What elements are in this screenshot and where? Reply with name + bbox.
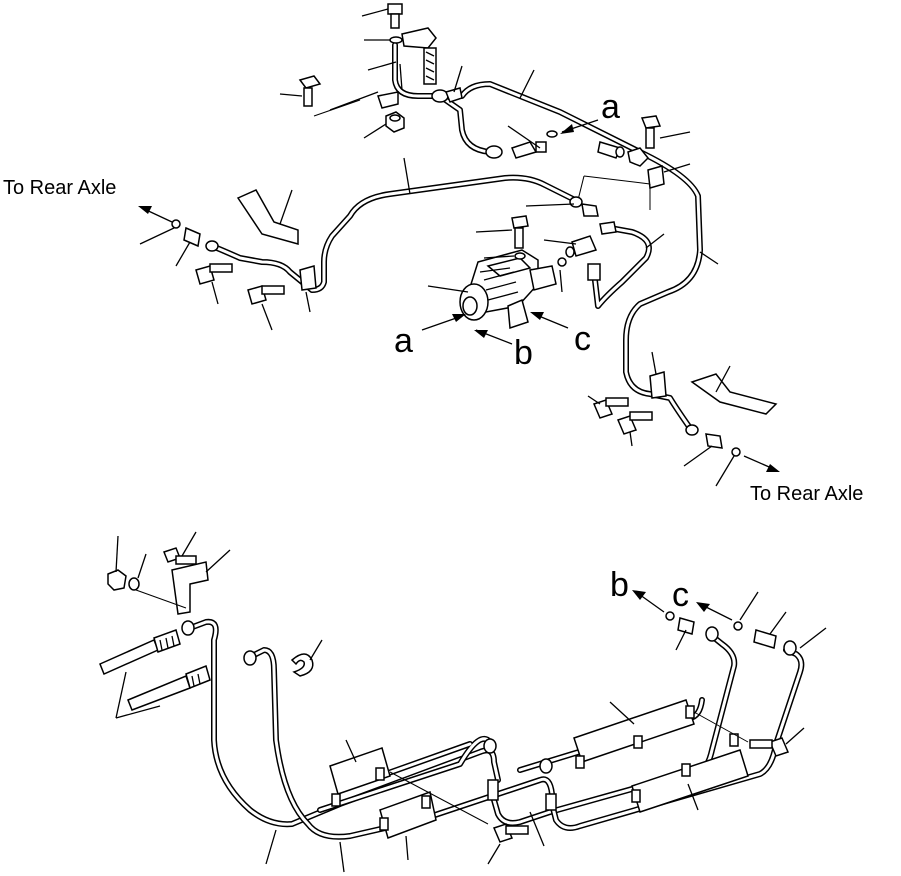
hose-valve bbox=[591, 225, 652, 309]
right-bolt-1-icon bbox=[592, 397, 629, 419]
right-bolt-2-icon bbox=[616, 411, 653, 435]
to-rear-axle-right-label: To Rear Axle bbox=[750, 483, 863, 505]
brake-valve-icon bbox=[459, 249, 557, 330]
bottom-fitting-c-icon bbox=[705, 626, 719, 642]
bottom-washer-icon bbox=[128, 577, 140, 591]
top-elbow-fitting-icon bbox=[401, 27, 437, 85]
valve-washer-icon bbox=[514, 252, 526, 260]
callout-b-valve-label: b bbox=[514, 334, 533, 372]
valve-top-bolt-icon bbox=[511, 215, 529, 249]
bottom-oring-c-icon bbox=[733, 621, 743, 631]
bottom-clamp-plate-3-icon bbox=[573, 699, 695, 763]
bottom-fitting-1-icon bbox=[181, 620, 195, 636]
top-nut-icon bbox=[385, 111, 405, 133]
valve-hose-fitting-icon bbox=[587, 263, 601, 281]
bottom-u-clamp-icon bbox=[290, 653, 314, 677]
pipe-bottom-left-inner bbox=[249, 647, 555, 840]
bottom-nut-icon bbox=[107, 569, 127, 591]
left-bolt-2-icon bbox=[247, 285, 285, 305]
top-bolt-icon bbox=[361, 3, 403, 29]
pipe-top-loop bbox=[437, 93, 493, 155]
left-bolt-1-icon bbox=[195, 263, 233, 285]
bottom-union-1-icon bbox=[483, 738, 499, 801]
to-rear-axle-left-arrow bbox=[138, 206, 173, 223]
bottom-hose-2-icon bbox=[127, 664, 211, 711]
to-rear-axle-right-arrow bbox=[743, 455, 780, 472]
callout-a-valve-label: a bbox=[394, 322, 413, 360]
valve-oring-icon bbox=[557, 257, 567, 267]
bottom-bolt-icon bbox=[163, 547, 197, 565]
valve-elbow-fitting-icon bbox=[565, 235, 598, 258]
left-bracket-icon bbox=[236, 189, 299, 245]
bottom-clamp-tabs bbox=[331, 705, 739, 831]
bottom-bracket-icon bbox=[171, 561, 209, 615]
left-oring-icon bbox=[171, 219, 181, 229]
bottom-connector-b-icon bbox=[665, 611, 695, 635]
callout-a-top-label: a bbox=[601, 88, 620, 126]
right-end-fitting-icon bbox=[685, 424, 723, 449]
callout-a-valve-arrow bbox=[421, 314, 466, 331]
callout-b-bottom-arrow bbox=[632, 590, 665, 613]
bottom-hose-1-icon bbox=[99, 629, 181, 676]
bottom-right-bolt-icon bbox=[749, 737, 790, 757]
pipe-top-main bbox=[392, 42, 703, 431]
to-rear-axle-left-label: To Rear Axle bbox=[3, 177, 116, 199]
left-pipe-fitting-icon bbox=[569, 196, 617, 235]
callout-b-valve-arrow bbox=[474, 329, 513, 345]
bottom-mid-bolt-icon bbox=[492, 823, 529, 843]
pipe-left-long bbox=[209, 174, 578, 293]
right-bracket-icon bbox=[690, 373, 778, 415]
callout-c-valve-label: c bbox=[574, 320, 591, 358]
callout-c-valve-arrow bbox=[530, 312, 569, 329]
right-hose-fitting-icon bbox=[597, 141, 625, 159]
callout-c-bottom-arrow bbox=[696, 602, 733, 621]
right-oring-icon bbox=[731, 447, 741, 457]
top-junction-clamp-icon bbox=[431, 87, 463, 103]
top-oring-icon bbox=[546, 130, 558, 138]
right-top-bolt-icon bbox=[640, 115, 662, 149]
bottom-clamp-plate-4-icon bbox=[631, 749, 749, 813]
callout-b-bottom-label: b bbox=[610, 566, 629, 604]
callout-c-bottom-label: c bbox=[672, 576, 689, 614]
left-top-bolt-icon bbox=[298, 75, 322, 107]
loop-end-fitting-icon bbox=[485, 141, 547, 159]
bottom-union-2-icon bbox=[539, 758, 557, 811]
pipe-bottom-right bbox=[549, 647, 805, 831]
callout-a-top-arrow bbox=[560, 119, 599, 134]
pipe-bottom-left-outer bbox=[187, 618, 501, 828]
bottom-connector-right-icon bbox=[753, 629, 797, 656]
bottom-clamp-plate-1-icon bbox=[329, 747, 391, 795]
top-washer-icon bbox=[364, 36, 403, 44]
bottom-fitting-2-icon bbox=[243, 650, 257, 666]
right-clamp-icon bbox=[649, 371, 667, 399]
top-clip-icon bbox=[377, 91, 399, 109]
left-clamp-icon bbox=[299, 265, 317, 291]
right-tee-fitting-icon bbox=[627, 147, 665, 189]
left-connector-icon bbox=[183, 226, 219, 252]
